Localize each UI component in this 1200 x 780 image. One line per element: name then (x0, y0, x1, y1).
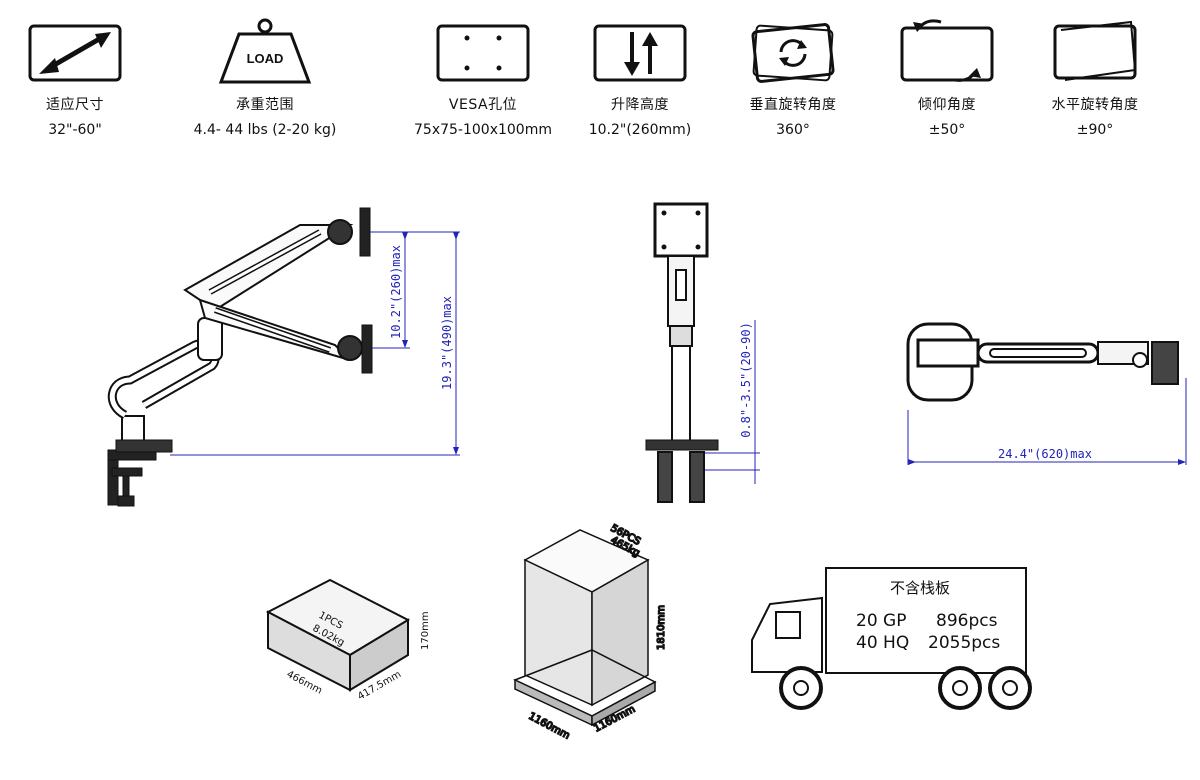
rotate-icon (751, 23, 835, 83)
spec-label: 适应尺寸 (46, 97, 104, 113)
spec-value: 10.2"(260mm) (588, 122, 692, 138)
spec-rotation: 垂直旋转角度 360° (718, 18, 868, 138)
spec-tilt: 倾仰角度 ±50° (872, 18, 1022, 138)
total-height-label: 19.3"(490)max (440, 296, 454, 390)
spec-label: VESA孔位 (448, 97, 518, 113)
spec-value: ±90° (1076, 122, 1114, 138)
load-weight-icon: LOAD (218, 18, 312, 84)
clamp-range-label: 0.8"-3.5"(20-90) (739, 322, 753, 438)
arm-side-view (107, 207, 373, 507)
single-box: 1PCS 8.02kg 466mm 417.5mm 170mm (265, 578, 431, 703)
truck-row-1-qty: 896pcs (936, 611, 998, 631)
truck-note: 不含栈板 (890, 579, 950, 597)
spec-screen-size: 适应尺寸 32"-60" (0, 18, 150, 138)
spec-label: 垂直旋转角度 (749, 97, 837, 113)
pallet-length-label: 1160mm (527, 711, 572, 742)
spec-label: 倾仰角度 (918, 97, 976, 113)
spec-value: 32"-60" (48, 122, 102, 138)
spec-label: 承重范围 (236, 97, 294, 113)
arm-front-view (645, 202, 719, 503)
reach-label: 24.4"(620)max (998, 447, 1092, 461)
vesa-plate-icon (436, 24, 530, 82)
truck-row-2-qty: 2055pcs (928, 633, 1000, 653)
up-down-arrows-icon (593, 24, 687, 82)
spec-label: 升降高度 (611, 97, 669, 113)
tilt-icon (900, 19, 994, 82)
pallet-stack: 56PCS 465kg 1810mm 1160mm 1160mm (513, 522, 668, 742)
spec-value: 75x75-100x100mm (414, 122, 552, 138)
front-dimensions: 0.8"-3.5"(20-90) (705, 320, 760, 484)
box-height-label: 170mm (420, 611, 431, 650)
spec-value: ±50° (928, 122, 966, 138)
spec-load-range: LOAD 承重范围 4.4- 44 lbs (2-20 kg) (190, 18, 340, 138)
spec-swivel: 水平旋转角度 ±90° (1020, 18, 1170, 138)
lift-range-label: 10.2"(260)max (389, 245, 403, 339)
truck (751, 567, 1032, 710)
pallet-height-label: 1810mm (656, 605, 667, 650)
truck-row-1-type: 20 GP (856, 611, 906, 631)
truck-row-2-type: 40 HQ (856, 633, 909, 653)
side-dimensions: 10.2"(260)max 19.3"(490)max (170, 231, 460, 456)
load-icon-text: LOAD (247, 51, 284, 66)
diagonal-arrow-icon (28, 24, 122, 82)
spec-value: 360° (776, 122, 810, 138)
top-dimensions: 24.4"(620)max (907, 378, 1187, 465)
arm-top-view (906, 322, 1179, 402)
spec-value: 4.4- 44 lbs (2-20 kg) (193, 122, 337, 138)
spec-label: 水平旋转角度 (1051, 97, 1139, 113)
spec-vesa: VESA孔位 75x75-100x100mm (408, 18, 558, 138)
spec-lift-height: 升降高度 10.2"(260mm) (565, 18, 715, 138)
swivel-icon (1053, 20, 1137, 81)
